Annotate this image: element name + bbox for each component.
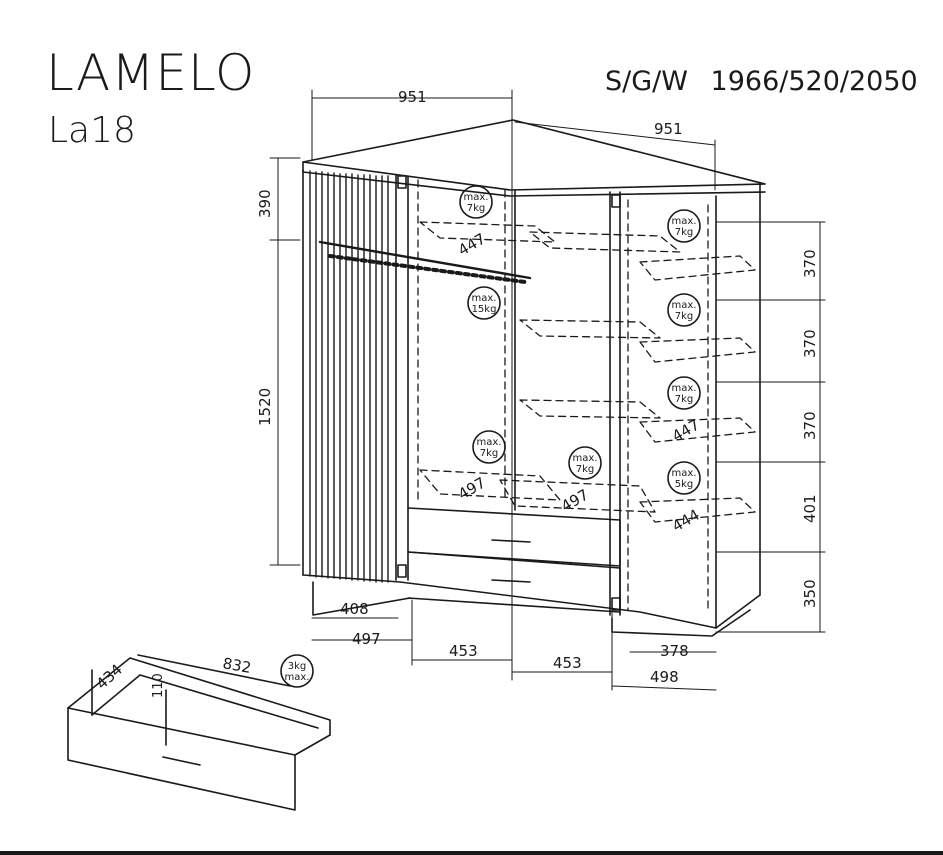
badge-mid-low-label: max. [573, 453, 598, 464]
overall-dimensions: S/G/W 1966/520/2050 [605, 66, 918, 97]
dim-bottom-left: 497 [352, 630, 381, 648]
dim-right-base: 350 [801, 579, 819, 608]
dim-shelf-depth-top: 447 [455, 230, 489, 260]
badge-top-shelf-label: max. [464, 192, 489, 203]
badge-mid-low-value: 7kg [576, 464, 595, 475]
badge-right-4-value: 5kg [675, 479, 694, 490]
badge-drawer-label: max. [285, 672, 310, 683]
dim-right-shelf-1: 370 [801, 249, 819, 278]
dim-drawer-width: 832 [221, 654, 252, 677]
badge-rail-value: 15kg [472, 304, 497, 315]
dim-top-right: 951 [654, 120, 683, 138]
cabinet-top [302, 119, 766, 197]
dim-shelf-depth-right-mid: 447 [669, 416, 703, 446]
badge-right-3-label: max. [672, 383, 697, 394]
hinges [397, 175, 621, 611]
badge-right-1-value: 7kg [675, 227, 694, 238]
hanging-rail [318, 240, 532, 284]
dim-bottom-lamella: 408 [340, 600, 369, 618]
dim-top-left: 951 [398, 88, 427, 106]
dim-bottom-mid-left: 453 [449, 642, 478, 660]
dim-drawer-height: 110 [151, 673, 166, 698]
drawers [407, 507, 621, 613]
badge-right-1-label: max. [672, 216, 697, 227]
badge-rail-label: max. [472, 293, 497, 304]
dim-bottom-right-inner: 378 [660, 642, 689, 660]
dim-shelf-depth-left-low: 497 [455, 474, 489, 504]
badge-right-2-value: 7kg [675, 311, 694, 322]
badge-right-2-label: max. [672, 300, 697, 311]
drawer-detail [67, 654, 331, 811]
bottom-rule [0, 851, 943, 855]
badge-right-3-value: 7kg [675, 394, 694, 405]
badge-drawer-value: 3kg [288, 661, 307, 672]
badge-top-shelf-value: 7kg [467, 203, 486, 214]
load-badge-circles [280, 185, 701, 688]
badge-left-low-value: 7kg [480, 448, 499, 459]
dim-height-middle: 1520 [256, 388, 274, 426]
dim-bottom-mid-right: 453 [553, 654, 582, 672]
cabinet-body [302, 169, 761, 637]
dim-shelf-depth-right-low: 444 [669, 506, 703, 536]
dimensions-label: S/G/W [605, 66, 688, 97]
dim-height-top: 390 [256, 189, 274, 218]
dimensions-value: 1966/520/2050 [710, 66, 918, 97]
dim-right-shelf-3: 370 [801, 411, 819, 440]
dimension-lines [269, 89, 826, 691]
model-name: LAMELO [46, 44, 256, 102]
dim-right-shelf-2: 370 [801, 329, 819, 358]
badge-left-low-label: max. [477, 437, 502, 448]
model-code: La18 [48, 110, 136, 151]
dim-shelf-depth-mid-low: 497 [558, 486, 592, 516]
dim-right-shelf-4: 401 [801, 494, 819, 523]
dim-bottom-right-outer: 498 [650, 668, 679, 686]
badge-right-4-label: max. [672, 468, 697, 479]
lamella-panel [309, 170, 389, 583]
